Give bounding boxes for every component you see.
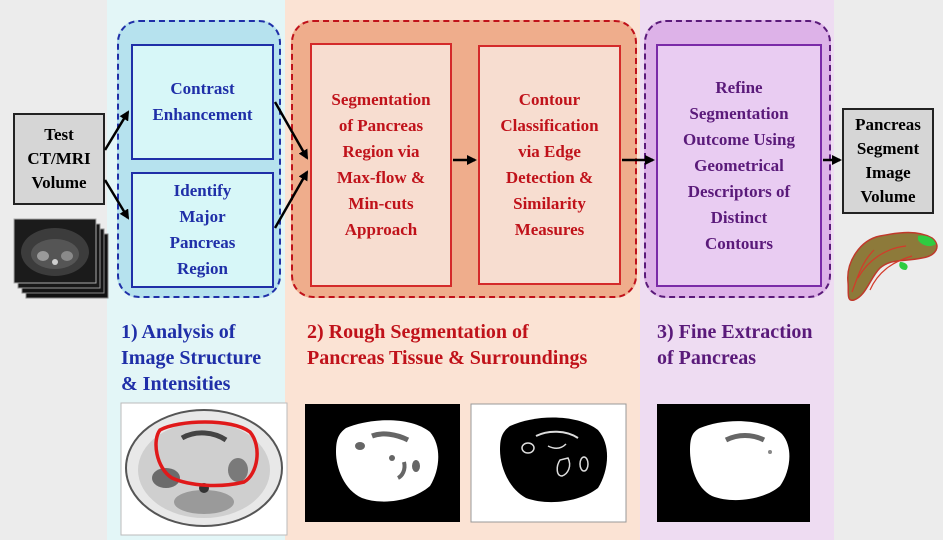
contrast-enhancement-box: Contrast Enhancement <box>131 44 274 160</box>
output-volume-box: Pancreas Segment Image Volume <box>842 108 934 214</box>
stage2-caption: 2) Rough Segmentation of Pancreas Tissue… <box>307 321 588 369</box>
arrow-identify-to-segmentation <box>273 170 309 229</box>
maxflow-mincut-box: Segmentation of Pancreas Region via Max-… <box>310 43 452 287</box>
arrow-input-to-contrast <box>103 110 130 151</box>
input-volume-box: Test CT/MRI Volume <box>13 113 105 205</box>
stage3-caption: 3) Fine Extraction of Pancreas <box>657 321 813 369</box>
contour-classification-box: Contour Classification via Edge Detectio… <box>478 45 621 285</box>
arrow-contrast-to-segmentation <box>273 101 309 160</box>
refine-segmentation-box: Refine Segmentation Outcome Using Geomet… <box>656 44 822 287</box>
stage1-caption: 1) Analysis of Image Structure & Intensi… <box>121 321 262 395</box>
arrow-input-to-identify <box>103 179 130 220</box>
identify-pancreas-region-box: Identify Major Pancreas Region <box>131 172 274 288</box>
